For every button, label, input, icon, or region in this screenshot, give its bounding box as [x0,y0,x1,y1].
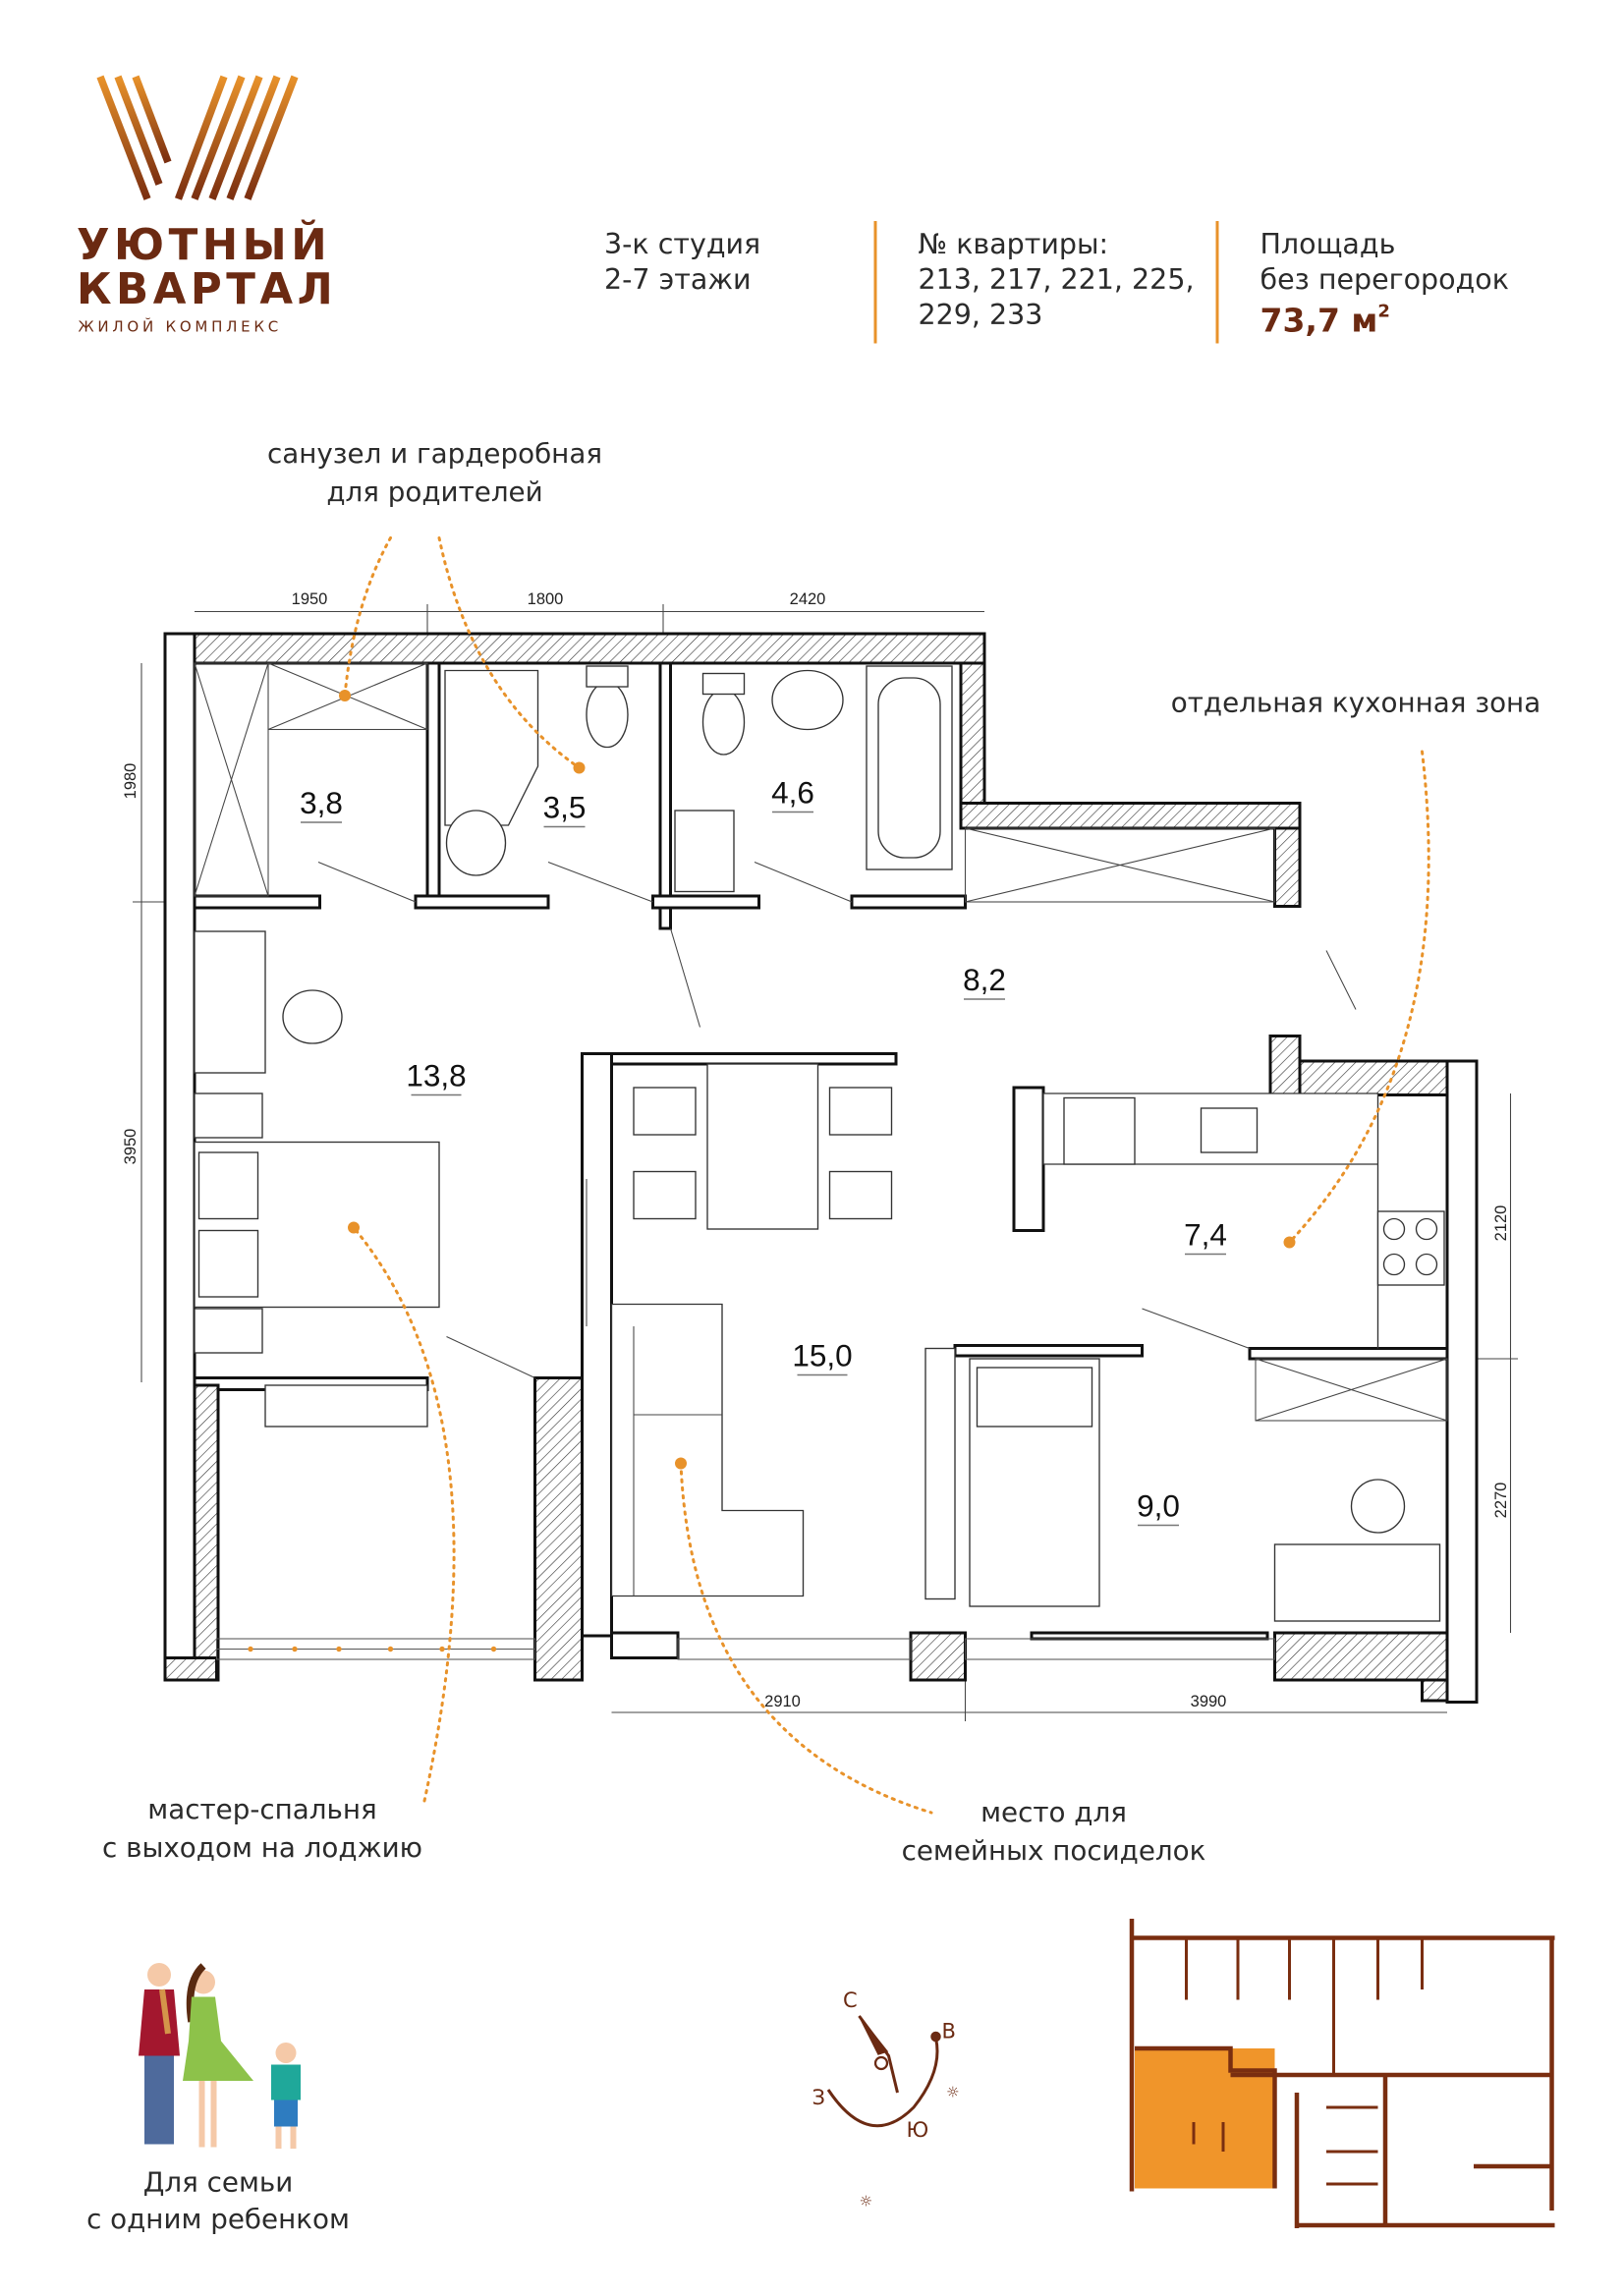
windows [215,1638,1276,1660]
family-caption-1: Для семьи [143,2166,294,2199]
room-area-master-bedroom: 13,8 [406,1058,466,1093]
walls [163,632,1479,1704]
logo-tagline: ЖИЛОЙ КОМПЛЕКС [79,317,283,336]
area-value: 73,7 м2 [1260,302,1390,340]
wardrobe [924,1347,956,1600]
callout-parents-bath-1: санузел и гардеробная [267,437,602,470]
family-caption-2: с одним ребенком [86,2203,350,2235]
toilet [701,689,746,756]
nightstand [194,1092,263,1139]
area-label-2: без перегородок [1260,263,1509,296]
dim-left-1: 1980 [122,763,140,800]
nightstand [194,1308,263,1354]
apartments-list-2: 229, 233 [919,299,1043,331]
chair [282,989,343,1044]
callout-master-2: с выходом на лоджию [102,1831,422,1864]
room-area-bath1: 3,5 [543,790,587,825]
dim-bottom-2: 3990 [1191,1693,1227,1710]
compass-west: З [812,2086,825,2109]
kitchen-sink [1200,1107,1259,1153]
compass-icon: ☼ ☼ [826,2015,959,2211]
shower-cabin [444,669,539,826]
dim-left-2: 3950 [122,1129,140,1165]
room-area-kitchen: 7,4 [1184,1217,1227,1253]
apartment-type: 3-к студия [604,228,760,260]
sofa [610,1303,805,1597]
svg-text:☼: ☼ [860,2193,872,2211]
dim-right-1: 2120 [1492,1205,1510,1242]
callout-leaders [339,536,1430,1815]
dim-bottom-1: 2910 [764,1693,801,1710]
dimension-lines [133,604,1518,1721]
wardrobe [264,1384,428,1428]
apartments-label: № квартиры: [919,228,1109,260]
apartment-plan: 1950 1800 2420 1980 3950 2120 2270 2910 … [122,536,1518,1815]
room-area-bedroom2: 9,0 [1137,1488,1180,1524]
dim-top-1: 1950 [292,590,328,608]
logo-mark-icon [96,75,299,200]
logo: УЮТНЫЙ КВАРТАЛ ЖИЛОЙ КОМПЛЕКС [77,75,337,336]
furniture [194,665,1445,1622]
dim-right-2: 2270 [1492,1483,1510,1519]
sink [771,669,844,731]
room-area-hall: 8,2 [963,962,1006,997]
door-swings [194,662,1448,1422]
family-illustration-icon [139,1963,301,2149]
dining-table [706,1063,819,1230]
chair [1350,1479,1406,1534]
fridge [1063,1096,1136,1165]
header-info: 3-к студия 2-7 этажи № квартиры: 213, 21… [604,221,1509,344]
dim-top-2: 1800 [528,590,564,608]
desk [194,930,266,1074]
callout-parents-bath-2: для родителей [326,476,542,508]
logo-line1: УЮТНЫЙ [77,220,331,270]
dim-top-3: 2420 [790,590,826,608]
callout-family-1: место для [980,1796,1127,1828]
compass-south: Ю [907,2118,929,2142]
compass-north: С [843,1988,858,2012]
svg-text:☼: ☼ [946,2084,959,2101]
room-area-wardrobe: 3,8 [300,785,343,820]
callout-family-2: семейных посиделок [902,1834,1206,1867]
callout-kitchen: отдельная кухонная зона [1171,687,1540,719]
compass-east: В [942,2020,956,2044]
apartments-list-1: 213, 217, 221, 225, [919,263,1195,296]
washing-machine [674,810,735,893]
area-label-1: Площадь [1260,228,1396,260]
desk [1273,1543,1441,1622]
toilet [586,681,629,749]
room-area-bath2: 4,6 [771,775,814,811]
callout-master-1: мастер-спальня [147,1793,376,1825]
logo-line2: КВАРТАЛ [77,265,337,314]
sink [445,810,507,876]
floors: 2-7 этажи [604,263,752,296]
room-areas: 3,8 3,5 4,6 8,2 13,8 7,4 15,0 9,0 [300,775,1227,1527]
floor-key-plan [1129,1919,1555,2228]
room-area-living: 15,0 [792,1338,852,1373]
